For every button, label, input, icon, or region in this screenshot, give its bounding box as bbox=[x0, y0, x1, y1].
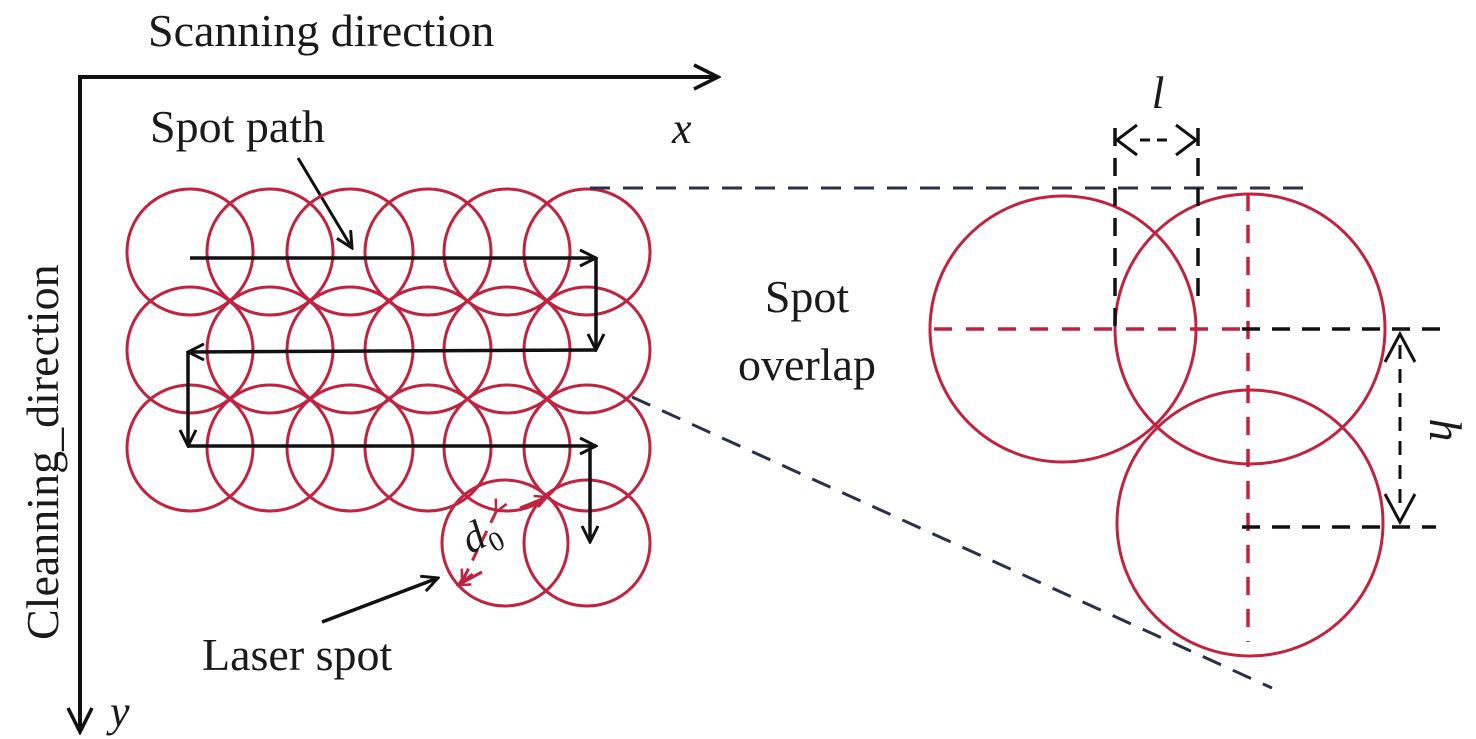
overlap-length-label: l bbox=[1152, 67, 1165, 118]
spot-overlap-label-line1: Spot bbox=[765, 271, 850, 322]
overlap-detail bbox=[928, 128, 1440, 658]
scan-path-row-2 bbox=[188, 350, 597, 352]
laser-spot-circle bbox=[205, 187, 335, 317]
laser-spot-circle bbox=[440, 478, 570, 608]
laser-spot-circle bbox=[125, 285, 255, 415]
diameter-arrow bbox=[462, 512, 496, 582]
cleaning-direction-label: Cleanning_direction bbox=[17, 264, 68, 640]
row-spacing-arrowhead-bottom bbox=[1383, 493, 1417, 526]
laser-spot-circle bbox=[125, 187, 255, 317]
row-spacing-dimension: h bbox=[1383, 330, 1471, 526]
laser-spot-circle bbox=[363, 187, 493, 317]
laser-spot-circle bbox=[205, 383, 335, 513]
diameter-arrow-tail bbox=[458, 570, 483, 585]
laser-spot-circle bbox=[285, 383, 415, 513]
laser-spot-circle bbox=[522, 383, 652, 513]
laser-spot-circle bbox=[522, 478, 652, 608]
spot-overlap-label-line2: overlap bbox=[738, 339, 876, 390]
detail-spot-bottom bbox=[1115, 388, 1385, 658]
laser-spot-circle bbox=[442, 187, 572, 317]
scan-path bbox=[188, 258, 596, 542]
laser-spot-circle bbox=[285, 187, 415, 317]
laser-spot-label: Laser spot bbox=[202, 629, 393, 680]
row-spacing-arrowhead-top bbox=[1383, 330, 1417, 363]
overlap-length-arrowhead-right bbox=[1175, 123, 1199, 157]
y-axis-label: y bbox=[106, 687, 130, 736]
overlap-length-dimension: l bbox=[1114, 67, 1199, 157]
spot-path-label: Spot path bbox=[150, 101, 325, 152]
diameter-arrow-tip bbox=[519, 497, 547, 510]
scanning-direction-label: Scanning direction bbox=[148, 5, 494, 56]
spot-grid bbox=[125, 187, 652, 608]
diameter-label: d 0 bbox=[453, 512, 510, 563]
overlap-length-arrowhead-left bbox=[1114, 123, 1138, 157]
x-axis-label: x bbox=[671, 104, 692, 153]
detail-spot-right bbox=[1113, 192, 1387, 466]
laser-spot-circle bbox=[125, 383, 255, 513]
spot-path-pointer bbox=[296, 157, 352, 248]
axes bbox=[80, 75, 718, 732]
laser-spot-circle bbox=[522, 187, 652, 317]
laser-spot-circle bbox=[363, 383, 493, 513]
zoom-guide-bottom bbox=[631, 395, 1273, 690]
row-spacing-label: h bbox=[1420, 419, 1471, 442]
laser-spot-pointer bbox=[321, 578, 438, 624]
